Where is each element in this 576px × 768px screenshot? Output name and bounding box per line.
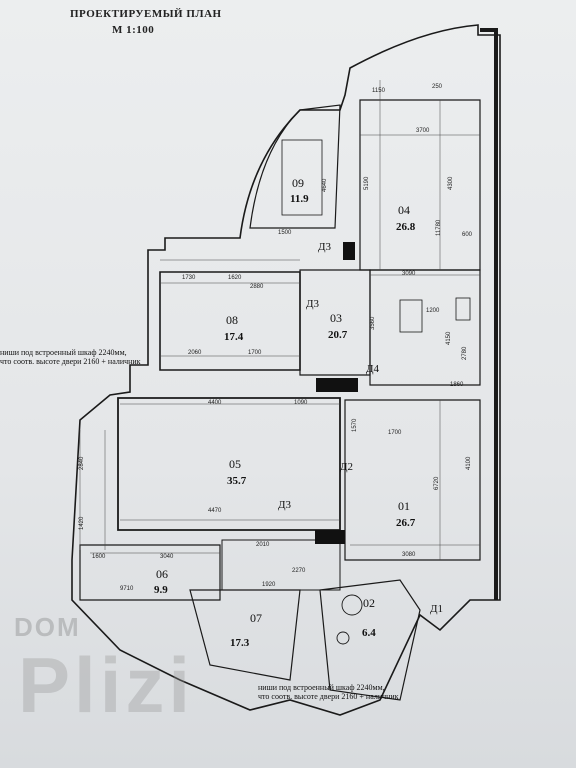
dim-label: 4100 <box>466 456 472 470</box>
dim-label: 4150 <box>446 331 452 345</box>
outer-wall <box>71 24 501 716</box>
room-01-area: 26.7 <box>396 517 416 529</box>
door-label-d3-a: Д3 <box>318 241 332 253</box>
note-top-line-2: что соотв. высоте двери 2160 + наличник <box>0 357 141 366</box>
note-bottom-line-2: что соотв. высоте двери 2160 + наличник <box>258 692 399 701</box>
dim-label: 3090 <box>402 271 416 277</box>
room-04-area: 26.8 <box>396 221 416 233</box>
wall-kitchen <box>369 269 481 386</box>
bath-fixture-small <box>336 631 350 645</box>
balcony-09-inner <box>281 139 323 216</box>
room-06-number: 06 <box>156 567 168 581</box>
dim-label: 2270 <box>292 568 306 574</box>
room-07-area: 17.3 <box>230 637 250 649</box>
dim-label: 1700 <box>248 350 262 356</box>
door-label-d2: Д2 <box>340 461 353 473</box>
dim-label: 2880 <box>250 284 264 290</box>
dim-label: 1600 <box>92 554 106 560</box>
plan-title: ПРОЕКТИРУЕМЫЙ ПЛАН <box>70 8 222 20</box>
wall-room-09 <box>249 104 341 229</box>
wall-room-06 <box>79 544 221 601</box>
wall-room-01 <box>344 399 481 561</box>
dim-label: 9710 <box>120 586 134 592</box>
facade-right <box>480 28 498 600</box>
door-label-d3-c: Д3 <box>278 499 292 511</box>
room-08-number: 08 <box>226 313 238 327</box>
door-label-d1: Д1 <box>430 603 443 615</box>
note-bottom-line-1: ниши под встроенный шкаф 2240мм, <box>258 683 385 692</box>
black-column-2 <box>316 378 358 392</box>
note-bottom: ниши под встроенный шкаф 2240мм, что соо… <box>258 683 399 701</box>
dim-label: 1700 <box>388 430 402 436</box>
dim-label: 1920 <box>262 582 276 588</box>
wall-room-07 <box>189 589 301 681</box>
dim-label: 3560 <box>370 316 376 330</box>
room-05-number: 05 <box>229 457 241 471</box>
room-03-number: 03 <box>330 311 342 325</box>
note-top-line-1: ниши под встроенный шкаф 2240мм, <box>0 348 127 357</box>
dim-label: 3080 <box>402 552 416 558</box>
room-09-area: 11.9 <box>290 193 309 205</box>
dim-label: 2060 <box>188 350 202 356</box>
dim-label: 1500 <box>278 230 292 236</box>
dim-label: 5190 <box>364 176 370 190</box>
dim-label: 1570 <box>352 418 358 432</box>
room-01-number: 01 <box>398 499 410 513</box>
dim-label: 3040 <box>160 554 174 560</box>
wall-room-02 <box>319 579 421 701</box>
dim-label: 250 <box>432 84 443 90</box>
dim-label: 6720 <box>434 476 440 490</box>
dim-label: 1860 <box>450 382 464 388</box>
dim-label: 3700 <box>416 128 430 134</box>
door-label-d4: Д4 <box>366 363 380 375</box>
dim-label: 2010 <box>256 542 270 548</box>
dim-label: 1200 <box>426 308 440 314</box>
dim-label: 1730 <box>182 275 196 281</box>
dim-label: 11780 <box>436 219 442 236</box>
dim-label: 4400 <box>208 400 222 406</box>
dim-label: 1150 <box>372 88 386 94</box>
dim-label: 1090 <box>294 400 308 406</box>
black-column-1 <box>343 242 355 260</box>
watermark-dom: DOM <box>14 612 81 642</box>
room-03-area: 20.7 <box>328 329 348 341</box>
note-top: ниши под встроенный шкаф 2240мм, что соо… <box>0 348 141 366</box>
room-05-area: 35.7 <box>227 475 247 487</box>
dim-label: 4640 <box>322 178 328 192</box>
door-label-d3-b: Д3 <box>306 298 320 310</box>
room-09-number: 09 <box>292 176 304 190</box>
dim-label: 2780 <box>462 346 468 360</box>
dim-label: 4470 <box>208 508 222 514</box>
room-02-number: 02 <box>363 596 375 610</box>
dim-label: 1620 <box>228 275 242 281</box>
dim-label: 4300 <box>448 176 454 190</box>
room-08-area: 17.4 <box>224 331 244 343</box>
dim-label: 2840 <box>79 456 85 470</box>
bath-fixture <box>341 594 363 616</box>
dim-label: 600 <box>462 232 473 238</box>
room-04-number: 04 <box>398 203 410 217</box>
plan-scale: М 1:100 <box>112 24 155 36</box>
room-02-area: 6.4 <box>362 627 376 639</box>
wall-room-04 <box>359 99 481 271</box>
bath-block <box>221 539 341 591</box>
room-07-number: 07 <box>250 611 262 625</box>
kitchen-stove <box>455 297 471 321</box>
watermark-plizi: Plizi <box>18 641 195 729</box>
room-06-area: 9.9 <box>154 584 168 596</box>
black-column-3 <box>315 530 345 544</box>
dim-label: 1420 <box>79 516 85 530</box>
kitchen-sink <box>399 299 423 333</box>
